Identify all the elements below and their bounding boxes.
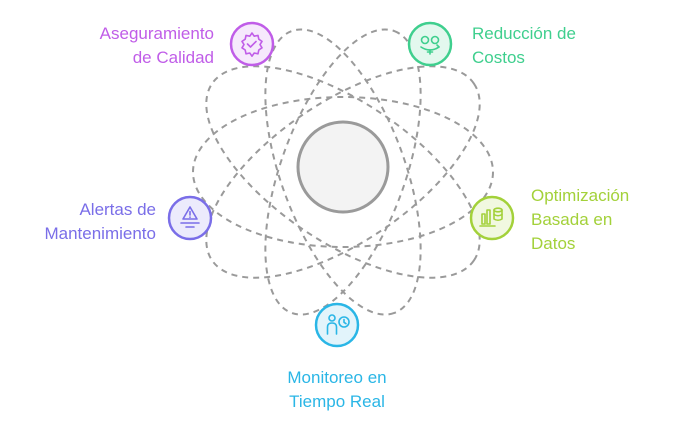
gear-check-icon xyxy=(241,32,263,57)
orbit-horizontal xyxy=(192,96,494,248)
orbit-steep-a xyxy=(264,28,422,316)
label-data: Optimización Basada en Datos xyxy=(531,184,629,256)
label-alerts-line-1: Alertas de xyxy=(79,200,156,219)
label-monitoring-line-2: Tiempo Real xyxy=(289,392,385,411)
label-alerts-line-2: Mantenimiento xyxy=(44,224,156,243)
label-alerts: Alertas de Mantenimiento xyxy=(44,198,156,246)
node-costs xyxy=(407,21,453,67)
node-monitoring xyxy=(314,302,360,348)
money-cycle-icon xyxy=(420,35,440,55)
center-circle xyxy=(296,120,390,214)
node-quality-circle xyxy=(229,21,275,67)
label-quality: Aseguramiento de Calidad xyxy=(100,22,214,70)
warning-alert-icon xyxy=(180,206,200,228)
person-clock-icon xyxy=(326,314,350,335)
orbit-steep-b xyxy=(264,28,422,316)
node-alerts xyxy=(167,195,213,241)
node-data-circle xyxy=(469,195,515,241)
label-costs-line-1: Reducción de xyxy=(472,24,576,43)
chart-database-icon xyxy=(479,207,503,227)
label-monitoring: Monitoreo en Tiempo Real xyxy=(237,366,437,414)
label-quality-line-1: Aseguramiento xyxy=(99,24,214,43)
label-quality-line-2: de Calidad xyxy=(132,48,214,67)
label-monitoring-line-1: Monitoreo en xyxy=(287,368,387,387)
node-quality xyxy=(229,21,275,67)
label-costs: Reducción de Costos xyxy=(472,22,576,70)
label-data-line-3: Datos xyxy=(531,234,576,253)
label-data-line-1: Optimización xyxy=(531,186,630,205)
label-data-line-2: Basada en xyxy=(531,210,613,229)
orbit-tilted-b xyxy=(205,65,481,279)
node-costs-circle xyxy=(407,21,453,67)
label-costs-line-2: Costos xyxy=(472,48,525,67)
orbits xyxy=(192,28,494,316)
node-data xyxy=(469,195,515,241)
orbit-tilted-a xyxy=(205,65,481,279)
